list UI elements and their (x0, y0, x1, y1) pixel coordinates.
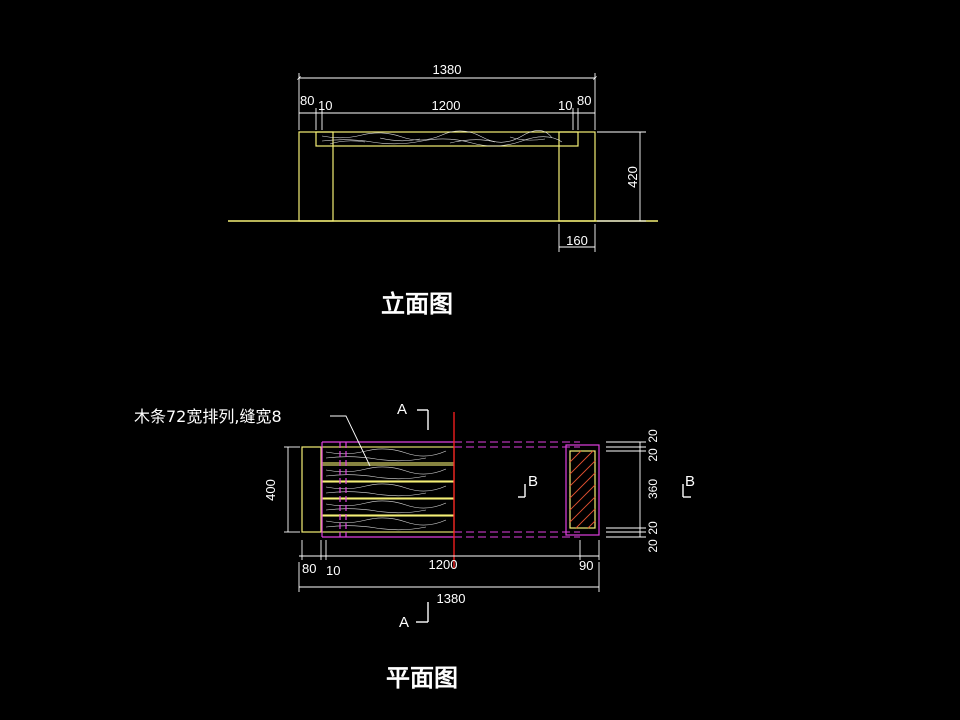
elevation-dim-right-leg: 80 (577, 93, 591, 108)
elevation-dim-leg-width: 160 (566, 233, 588, 248)
plan-dim-total: 1380 (437, 591, 466, 606)
plan-title: 平面图 (386, 663, 458, 692)
elevation-dim-left-gap: 10 (318, 98, 332, 113)
plan-dim-depth: 400 (263, 479, 278, 501)
plan-frame-outline (321, 441, 600, 538)
section-label-b-right: B (685, 473, 695, 490)
plan-dim-stack-bottom-a: 20 (646, 521, 660, 535)
plan-left-leg (301, 446, 322, 533)
plan-dim-stack-top-b: 20 (646, 429, 660, 443)
elevation-dim-seat: 1200 (432, 98, 461, 113)
section-marker-b-left (518, 484, 526, 498)
plan-note-slats: 木条72宽排列,缝宽8 (134, 407, 282, 426)
section-label-b-left: B (528, 473, 538, 490)
plan-dim-seat: 1200 (429, 557, 458, 572)
plan-dimensions (284, 441, 646, 592)
elevation-title: 立面图 (381, 289, 453, 318)
elevation-right-leg (558, 131, 596, 222)
plan-right-leg-hatch (569, 450, 596, 529)
elevation-dim-total: 1380 (433, 62, 462, 77)
elevation-dim-right-gap: 10 (558, 98, 572, 113)
elevation-dim-left-leg: 80 (300, 93, 314, 108)
plan-seat-slats (321, 446, 455, 533)
elevation-view: 1380 80 10 1200 10 80 420 160 立面图 (228, 62, 658, 318)
section-marker-a-top (417, 409, 429, 430)
plan-dim-left-leg: 80 (302, 561, 316, 576)
plan-slat-wood-grain (325, 448, 447, 531)
section-marker-a-bottom (416, 602, 429, 623)
plan-dim-stack-bottom-b: 20 (646, 539, 660, 553)
plan-dim-stack-middle: 360 (646, 479, 660, 499)
elevation-seat-board (315, 131, 579, 147)
plan-right-leg-section (569, 450, 596, 529)
elevation-seat-wood-grain (321, 130, 563, 147)
plan-note-leader (330, 415, 371, 467)
plan-hidden-frame-dashed (454, 441, 580, 538)
section-marker-b-right (682, 484, 691, 498)
section-label-a-top: A (397, 401, 407, 418)
plan-dim-left-gap: 10 (326, 563, 340, 578)
elevation-dimensions (297, 73, 646, 252)
elevation-dim-height: 420 (625, 166, 640, 188)
plan-view: A A B B 木条72宽排列,缝宽8 (134, 401, 695, 692)
plan-dim-stack-top-a: 20 (646, 448, 660, 462)
section-label-a-bottom: A (399, 614, 409, 631)
plan-dim-right: 90 (579, 558, 593, 573)
